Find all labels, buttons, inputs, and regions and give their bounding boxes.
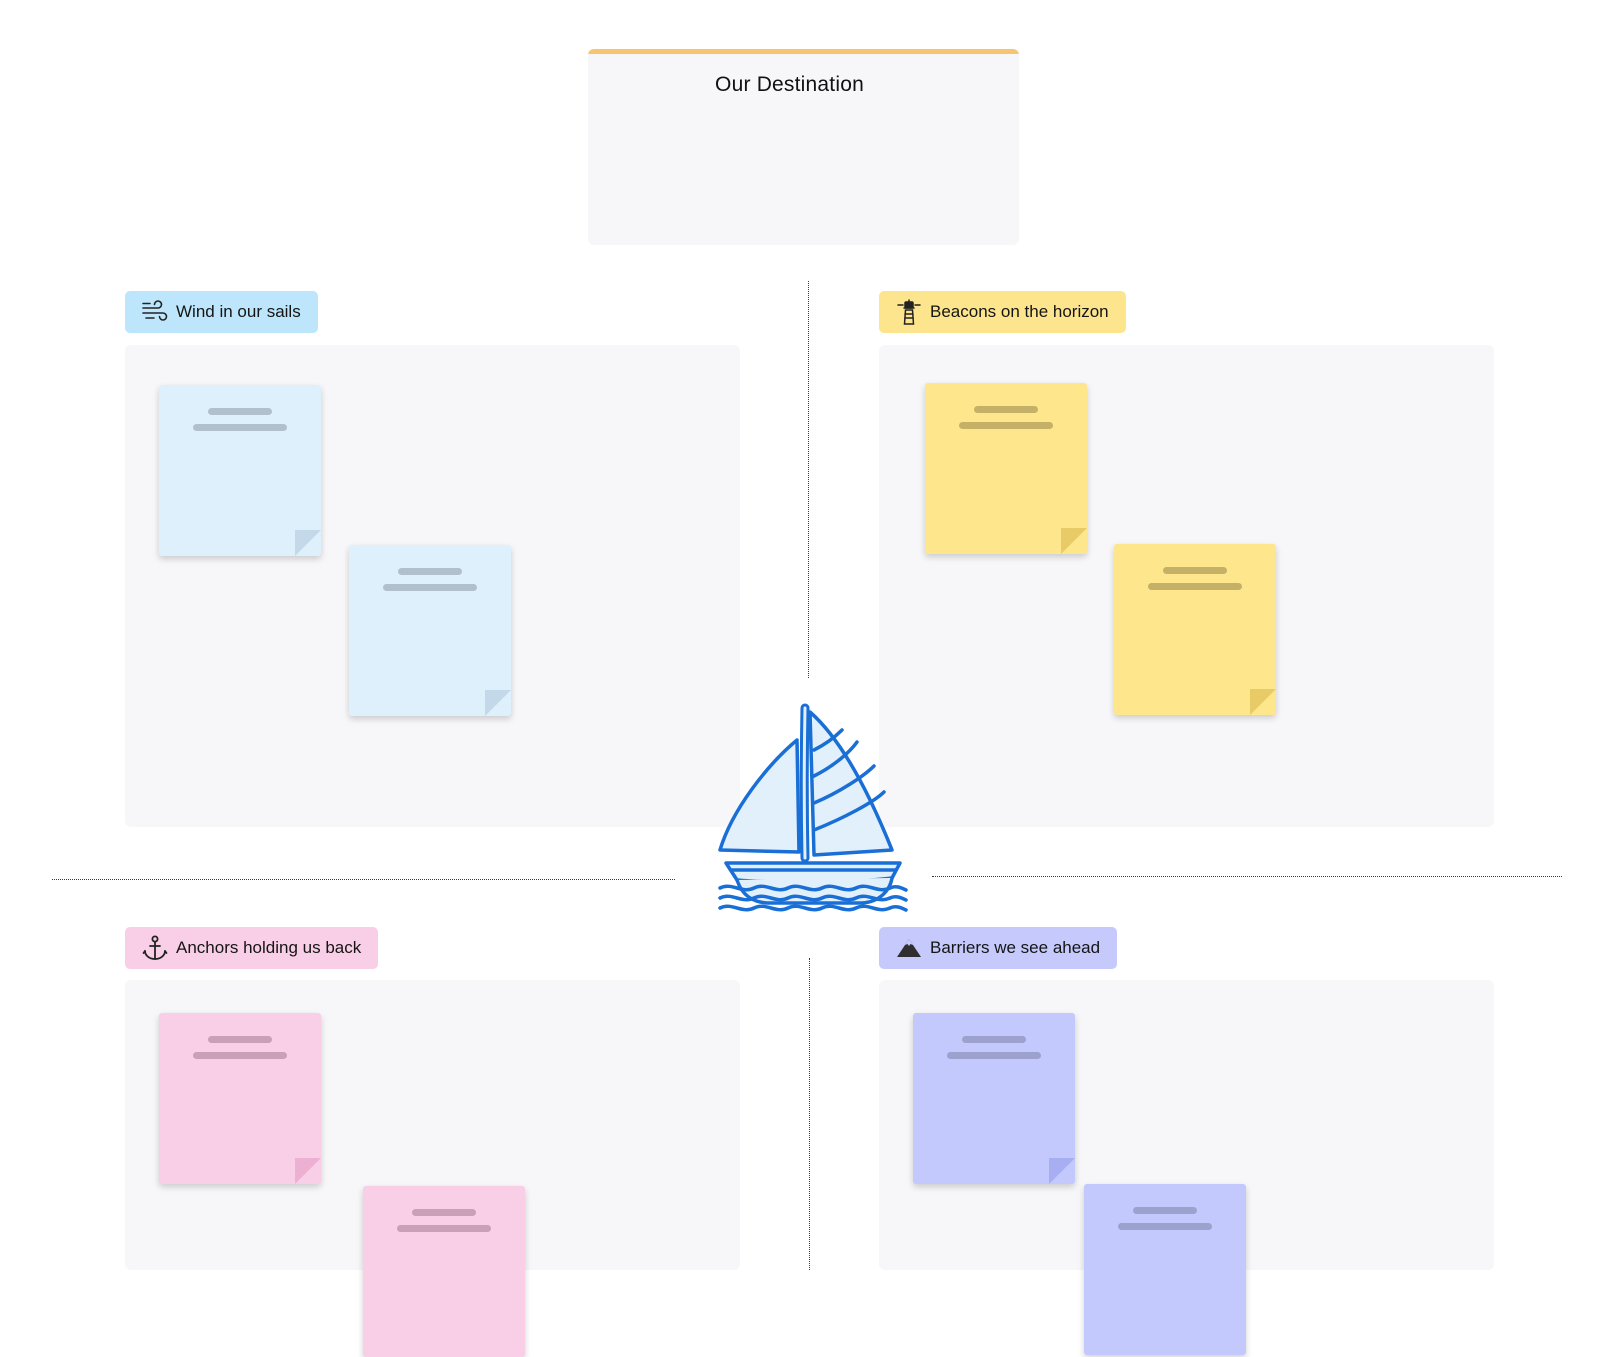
sticky-note[interactable]: [349, 545, 511, 716]
note-fold: [295, 530, 321, 556]
note-line: [412, 1209, 476, 1216]
note-line: [1133, 1207, 1197, 1214]
note-line: [959, 422, 1053, 429]
vertical-divider-bottom: [809, 958, 810, 1270]
tag-barriers-label: Barriers we see ahead: [930, 938, 1101, 957]
note-line: [1148, 583, 1242, 590]
note-fold: [1061, 528, 1087, 554]
tag-anchors[interactable]: Anchors holding us back: [125, 927, 379, 969]
note-fold: [1049, 1158, 1075, 1184]
sticky-note[interactable]: [1114, 544, 1276, 715]
note-line: [974, 406, 1038, 413]
note-line: [383, 584, 477, 591]
tag-beacons-label: Beacons on the horizon: [930, 302, 1109, 321]
tag-barriers[interactable]: Barriers we see ahead: [879, 927, 1118, 969]
mountain-icon: [894, 933, 924, 963]
sticky-note[interactable]: [159, 1013, 321, 1184]
lighthouse-icon: [894, 297, 924, 327]
sticky-note[interactable]: [159, 385, 321, 556]
destination-title: Our Destination: [715, 73, 864, 96]
horizontal-divider-right: [932, 876, 1562, 877]
note-line: [193, 424, 287, 431]
note-line: [398, 568, 462, 575]
anchor-icon: [140, 933, 170, 963]
note-line: [208, 408, 272, 415]
note-line: [962, 1036, 1026, 1043]
note-line: [397, 1225, 491, 1232]
sticky-note[interactable]: [913, 1013, 1075, 1184]
sticky-note[interactable]: [925, 383, 1087, 554]
tag-wind-label: Wind in our sails: [176, 302, 301, 321]
destination-accent-bar: [588, 49, 1019, 54]
horizontal-divider-left: [52, 879, 675, 880]
note-fold: [1250, 689, 1276, 715]
sailboat-icon[interactable]: [712, 700, 910, 920]
vertical-divider-top: [808, 281, 809, 678]
tag-beacons[interactable]: Beacons on the horizon: [879, 291, 1126, 333]
tag-anchors-label: Anchors holding us back: [176, 938, 362, 957]
destination-card[interactable]: Our Destination: [588, 49, 1019, 245]
note-line: [947, 1052, 1041, 1059]
note-fold: [485, 690, 511, 716]
note-line: [193, 1052, 287, 1059]
sticky-note[interactable]: [363, 1186, 525, 1357]
note-line: [208, 1036, 272, 1043]
note-fold: [295, 1158, 321, 1184]
note-line: [1163, 567, 1227, 574]
note-line: [1118, 1223, 1212, 1230]
tag-wind[interactable]: Wind in our sails: [125, 291, 318, 333]
wind-icon: [140, 297, 170, 327]
